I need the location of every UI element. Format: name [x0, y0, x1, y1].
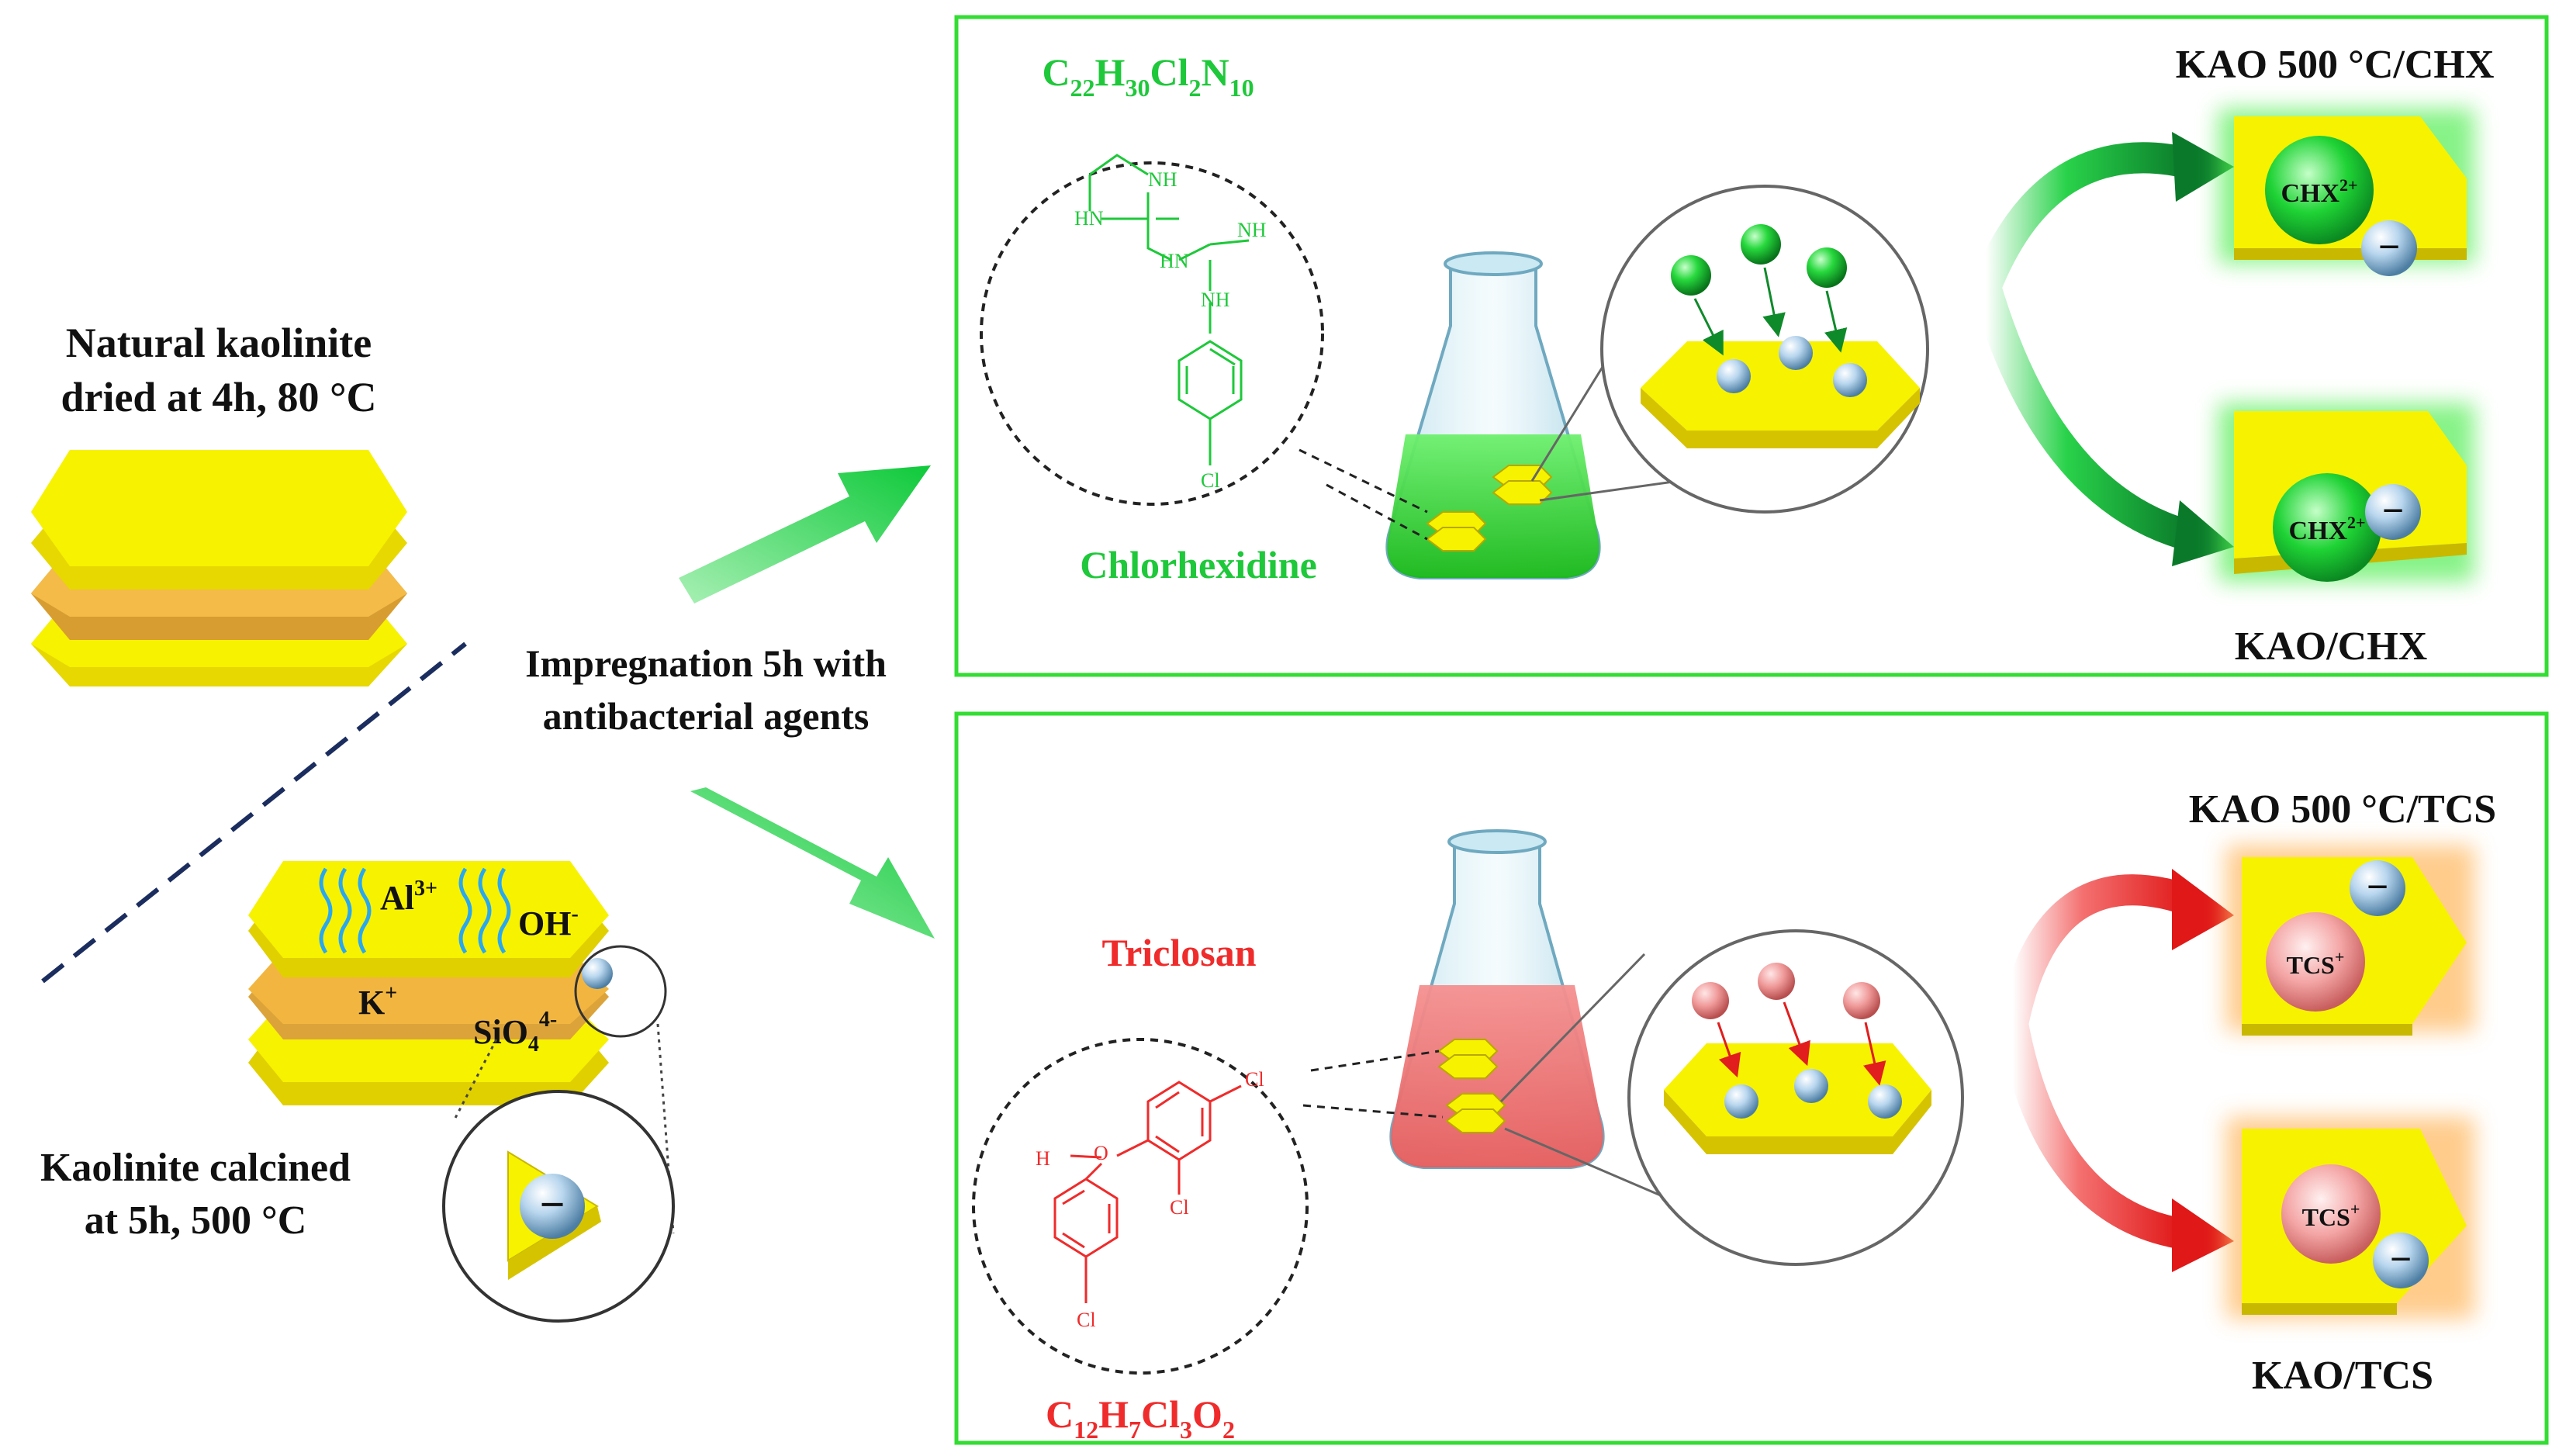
svg-text:−: −	[2367, 865, 2389, 908]
svg-text:Cl: Cl	[1245, 1068, 1264, 1091]
chx-result-bottom-label: KAO/CHX	[2235, 624, 2427, 669]
natural-title-line2: dried at 4h, 80 °C	[61, 374, 376, 420]
tcs-adsorption-balls	[1692, 963, 1902, 1119]
tcs-structure	[1053, 1081, 1242, 1303]
tcs-panel	[954, 711, 2549, 1445]
svg-text:Cl: Cl	[1201, 469, 1220, 492]
tcs-result-bottom: TCS+ −	[2226, 1117, 2474, 1319]
chx-structure-circle	[980, 161, 1324, 506]
separator-dashed-line	[41, 642, 467, 984]
ion-k-label: K+	[358, 981, 397, 1022]
svg-text:−: −	[2382, 489, 2405, 532]
svg-text:HN: HN	[1074, 207, 1104, 230]
svg-text:NH: NH	[1201, 289, 1230, 311]
calcined-title-line1: Kaolinite calcined	[40, 1146, 351, 1190]
calcined-kaolinite-group: Al3+ OH- K+ SiO44- − Kaolinite calcined …	[40, 861, 675, 1323]
tcs-result-top-label: KAO 500 °C/TCS	[2189, 787, 2496, 832]
svg-text:CHX2+: CHX2+	[2288, 513, 2365, 545]
chx-panel	[954, 15, 2549, 677]
tcs-result-top: TCS+ −	[2226, 846, 2474, 1036]
svg-text:NH: NH	[1148, 168, 1177, 191]
tcs-structure-circle	[972, 1038, 1309, 1375]
impregnation-line1: Impregnation 5h with	[525, 642, 887, 685]
tcs-arrow-to-bottom	[1997, 1008, 2195, 1249]
tcs-flask	[1389, 829, 1605, 1169]
svg-text:CHX2+: CHX2+	[2281, 175, 2357, 208]
natural-kaolinite-stack	[31, 450, 407, 686]
svg-text:−: −	[539, 1179, 565, 1229]
tcs-formula: C12H7Cl3O2	[1046, 1392, 1235, 1444]
svg-text:Cl: Cl	[1170, 1196, 1189, 1219]
chx-structure	[1088, 154, 1250, 465]
ion-oh-label: OH-	[518, 902, 579, 942]
tcs-arrow-to-top	[1997, 874, 2203, 1039]
edge-anion-ball	[582, 958, 613, 989]
svg-text:TCS+: TCS+	[2302, 1199, 2360, 1231]
impregnation-line2: antibacterial agents	[543, 694, 870, 738]
ion-sio4-label: SiO44-	[473, 1008, 557, 1057]
arrow-to-tcs-panel	[690, 787, 935, 939]
svg-text:Cl: Cl	[1077, 1309, 1096, 1331]
svg-text:HN: HN	[1160, 250, 1189, 272]
svg-text:−: −	[2390, 1237, 2412, 1281]
svg-text:−: −	[2378, 225, 2401, 268]
svg-text:TCS+: TCS+	[2287, 947, 2345, 979]
chx-flask	[1385, 251, 1601, 579]
chx-result-top: CHX2+ −	[2218, 109, 2474, 276]
hydroxyl-wave-lines	[319, 867, 511, 954]
edge-zoom-circle	[574, 945, 667, 1038]
svg-text:H: H	[1036, 1147, 1050, 1170]
chx-formula: C22H30Cl2N10	[1042, 50, 1254, 102]
svg-text:O: O	[1094, 1142, 1108, 1164]
tcs-name: Triclosan	[1101, 931, 1256, 974]
natural-kaolinite-group: Natural kaolinite dried at 4h, 80 °C	[31, 320, 407, 686]
chx-arrow-to-bottom	[1970, 271, 2203, 551]
negative-charge-ball	[520, 1174, 585, 1239]
arrow-to-chx-panel	[679, 465, 931, 603]
tcs-result-bottom-label: KAO/TCS	[2252, 1354, 2433, 1398]
chx-adsorption-balls	[1671, 224, 1867, 397]
chx-result-bottom: CHX2+ −	[2218, 403, 2474, 582]
svg-text:NH: NH	[1237, 219, 1267, 241]
natural-title-line1: Natural kaolinite	[66, 320, 372, 366]
ion-al-label: Al3+	[380, 877, 437, 917]
calcined-title-line2: at 5h, 500 °C	[85, 1198, 307, 1243]
chx-name: Chlorhexidine	[1080, 543, 1317, 586]
chx-result-top-label: KAO 500 °C/CHX	[2176, 43, 2495, 87]
chx-arrow-to-top	[1970, 142, 2203, 303]
